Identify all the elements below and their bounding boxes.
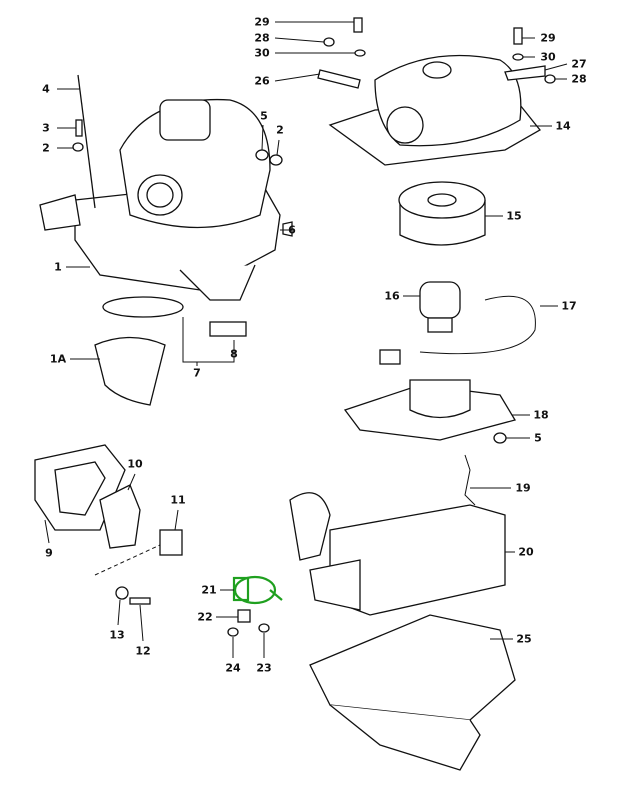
label-16: 16 bbox=[384, 289, 400, 303]
part-14-blower-cover bbox=[328, 54, 541, 166]
part-12-screw bbox=[129, 597, 151, 605]
part-27-bracket bbox=[504, 65, 546, 81]
label-29: 29 bbox=[254, 15, 270, 29]
label-30: 30 bbox=[540, 50, 556, 64]
label-4: 4 bbox=[42, 82, 50, 96]
label-8: 8 bbox=[230, 347, 238, 361]
label-10: 10 bbox=[127, 457, 143, 471]
label-22: 22 bbox=[197, 610, 213, 624]
part-3-bolt bbox=[75, 119, 83, 137]
label-26: 26 bbox=[254, 74, 270, 88]
part-5-nut-b bbox=[493, 432, 507, 444]
label-23: 23 bbox=[256, 661, 272, 675]
label-29: 29 bbox=[540, 31, 556, 45]
label-18: 18 bbox=[533, 408, 549, 422]
label-1A: 1A bbox=[49, 352, 67, 366]
label-28: 28 bbox=[254, 31, 270, 45]
part-16-motor bbox=[419, 281, 461, 333]
part-11-switch bbox=[159, 529, 183, 556]
part-29-bolt-a bbox=[353, 17, 363, 33]
leader-lines bbox=[44, 21, 568, 658]
label-15: 15 bbox=[506, 209, 522, 223]
label-11: 11 bbox=[170, 493, 186, 507]
part-15-fan-wheel bbox=[398, 181, 486, 246]
part-2-nut bbox=[72, 142, 84, 152]
part-22-fitting bbox=[237, 609, 251, 623]
label-17: 17 bbox=[561, 299, 577, 313]
part-28-nut-a bbox=[323, 37, 335, 47]
part-1A-duct bbox=[94, 336, 166, 406]
part-6-clip bbox=[282, 221, 293, 237]
part-17-wire-harness bbox=[419, 295, 536, 355]
part-5-nut bbox=[255, 149, 269, 161]
label-13: 13 bbox=[109, 628, 125, 642]
part-30-washer-b bbox=[512, 53, 524, 61]
label-9: 9 bbox=[45, 546, 53, 560]
part-8-pad bbox=[209, 321, 247, 337]
part-7-seal-ring bbox=[102, 296, 184, 318]
label-3: 3 bbox=[42, 121, 50, 135]
label-21: 21 bbox=[201, 583, 217, 597]
part-20-evaporator bbox=[289, 492, 506, 616]
label-5: 5 bbox=[534, 431, 542, 445]
label-30: 30 bbox=[254, 46, 270, 60]
part-19-bracket bbox=[464, 454, 476, 506]
label-2: 2 bbox=[276, 123, 284, 137]
part-17-connector bbox=[379, 349, 401, 365]
label-12: 12 bbox=[135, 644, 151, 658]
part-28-nut-b bbox=[544, 74, 556, 84]
label-24: 24 bbox=[225, 661, 241, 675]
label-27: 27 bbox=[571, 57, 587, 71]
label-2: 2 bbox=[42, 141, 50, 155]
part-18-plate bbox=[343, 379, 517, 441]
part-23-oring bbox=[258, 623, 270, 633]
part-1-blower-housing bbox=[39, 98, 281, 301]
part-25-case bbox=[309, 614, 516, 771]
label-14: 14 bbox=[555, 119, 571, 133]
part-29-bolt-b bbox=[513, 27, 523, 45]
part-10-housing bbox=[99, 484, 141, 549]
part-4-rod bbox=[77, 74, 96, 209]
part-26-bracket bbox=[317, 69, 361, 89]
label-28: 28 bbox=[571, 72, 587, 86]
label-20: 20 bbox=[518, 545, 534, 559]
label-7: 7 bbox=[193, 366, 201, 380]
part-24-oring bbox=[227, 627, 239, 637]
part-30-washer-a bbox=[354, 49, 366, 57]
label-19: 19 bbox=[515, 481, 531, 495]
part-13-grommet bbox=[115, 586, 129, 600]
label-5: 5 bbox=[260, 109, 268, 123]
part-21-valve-highlighted bbox=[232, 575, 283, 605]
label-25: 25 bbox=[516, 632, 532, 646]
label-1: 1 bbox=[54, 260, 62, 274]
part-2-washer bbox=[269, 154, 283, 166]
label-6: 6 bbox=[288, 223, 296, 237]
